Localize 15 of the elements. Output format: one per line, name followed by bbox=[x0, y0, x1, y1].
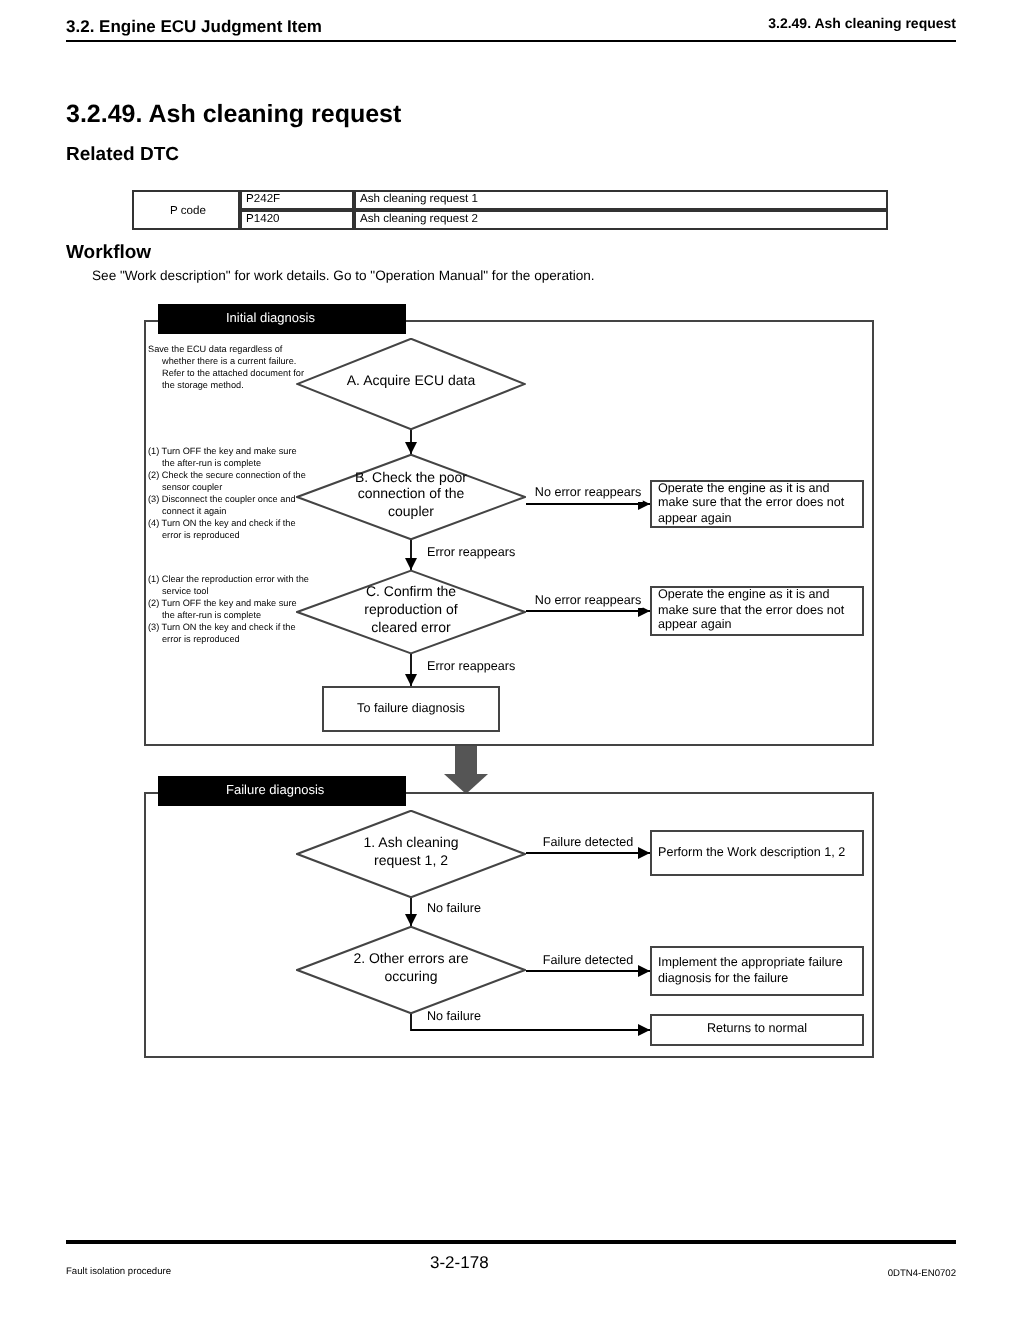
section-heading: Related DTC bbox=[66, 144, 179, 166]
arrow bbox=[525, 605, 651, 617]
block-arrow bbox=[444, 746, 488, 794]
arrow bbox=[405, 539, 417, 571]
page-number: 3-2-178 bbox=[430, 1252, 489, 1272]
arrow bbox=[525, 847, 651, 859]
arrow bbox=[405, 897, 417, 927]
header-text: 3.2. Engine ECU Judgment Item bbox=[66, 16, 322, 36]
section-heading: Workflow bbox=[66, 242, 152, 264]
page-title: 3.2.49. Ash cleaning request bbox=[66, 100, 402, 128]
arrow bbox=[525, 965, 651, 977]
arrow bbox=[525, 498, 651, 510]
arrow bbox=[410, 1013, 651, 1036]
arrow bbox=[405, 429, 417, 455]
arrow bbox=[405, 653, 417, 687]
